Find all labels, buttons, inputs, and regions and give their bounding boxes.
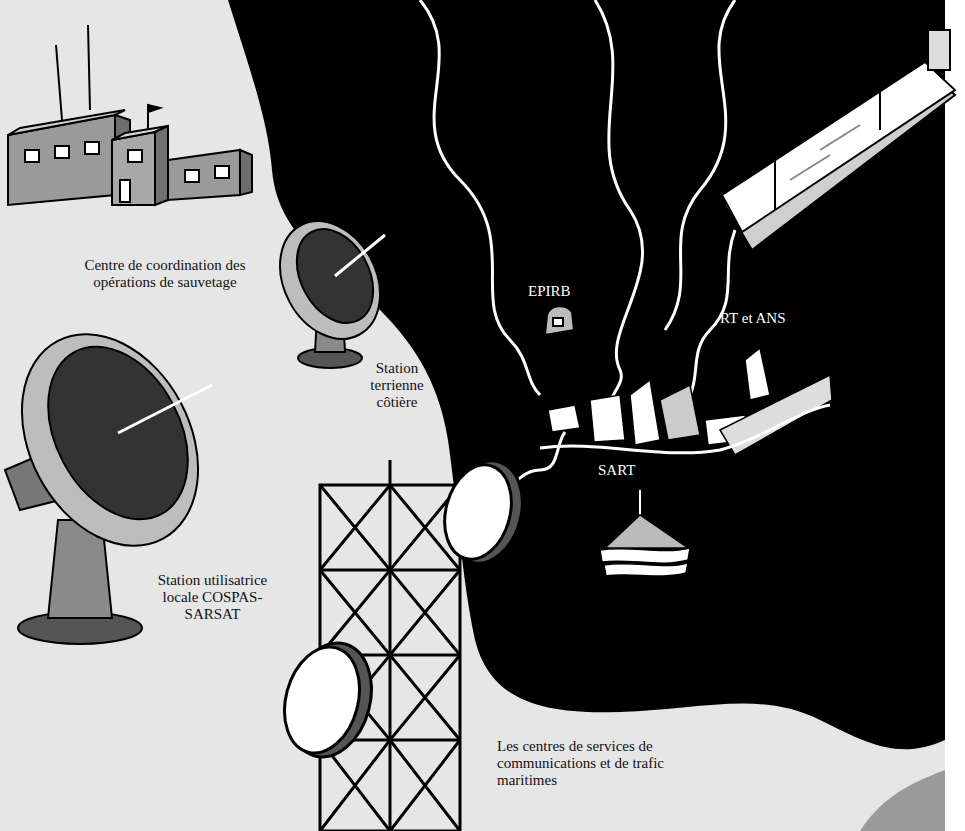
radio-waves	[420, 0, 735, 512]
sinking-ship	[540, 348, 832, 455]
communications-tower-part	[389, 460, 392, 831]
cospas-sarsat-dish-part	[0, 304, 233, 577]
communications-tower-part	[320, 485, 460, 570]
rescue-centre-building	[8, 25, 252, 205]
tanker-ship-part	[820, 125, 860, 150]
rescue-centre-building-part	[148, 105, 160, 112]
epirb-beacon	[545, 306, 574, 335]
land-region	[0, 0, 945, 831]
sinking-ship-part	[630, 380, 660, 445]
rescue-centre-building-part	[120, 180, 130, 202]
cospas-sarsat-dish-part	[118, 385, 212, 433]
tanker-ship-part	[722, 62, 955, 232]
rescue-centre-building-part	[185, 170, 199, 182]
epirb-beacon-part	[545, 306, 574, 335]
device-label: EPIRB	[528, 283, 588, 300]
sinking-ship-part	[548, 405, 580, 432]
tanker-ship	[722, 10, 955, 250]
sart-transponder-part	[639, 490, 641, 515]
tanker-ship-part	[879, 80, 881, 130]
rescue-centre-building-part	[240, 150, 252, 195]
rescue-centre-building-part	[85, 142, 99, 154]
rescue-centre-building-part	[55, 146, 69, 158]
sart-transponder-part	[600, 548, 690, 563]
tanker-ship-part	[790, 155, 830, 180]
rescue-centre-building-part	[25, 150, 39, 162]
rescue-centre-building-part	[168, 150, 240, 200]
sinking-ship-part	[660, 385, 700, 440]
sart-transponder-part	[604, 563, 688, 576]
tanker-ship-part	[938, 10, 940, 30]
communications-tower-part	[435, 457, 522, 566]
radio-waves-part	[595, 0, 643, 398]
rescue-centre-building-part	[56, 45, 62, 120]
communications-tower-part	[273, 639, 370, 762]
rescue-centre-building-part	[128, 150, 142, 162]
rescue-centre-building-part	[112, 132, 155, 205]
station-label: Centre de coordination des opérations de…	[70, 257, 260, 291]
communications-tower-part	[320, 740, 460, 831]
coastal-earth-station-dish	[260, 204, 399, 368]
cospas-sarsat-dish-part	[20, 323, 216, 544]
device-label: SART	[598, 462, 658, 479]
tanker-ship-part	[928, 30, 950, 70]
radio-waves-part	[665, 0, 735, 330]
station-label: Les centres de services de communication…	[497, 738, 677, 789]
device-label: RT et ANS	[720, 310, 810, 327]
station-label: Station utilisatrice locale COSPAS-SARSA…	[140, 572, 285, 623]
sinking-ship-part	[540, 405, 830, 453]
coastal-earth-station-dish-part	[260, 204, 399, 357]
coastal-earth-station-dish-part	[282, 216, 389, 336]
tanker-ship-part	[774, 150, 776, 210]
rescue-centre-building-part	[8, 110, 125, 135]
rescue-centre-building-part	[155, 126, 168, 205]
epirb-beacon-part	[553, 318, 563, 326]
sinking-ship-part	[745, 348, 770, 400]
sinking-ship-part	[590, 395, 625, 442]
rescue-centre-building-part	[215, 166, 229, 178]
sart-transponder	[600, 490, 690, 576]
radio-waves-part	[420, 0, 540, 395]
shore-wave	[860, 770, 945, 831]
communications-tower	[273, 452, 533, 831]
rescue-centre-building-part	[88, 25, 90, 110]
sart-transponder-part	[605, 515, 688, 548]
coastal-earth-station-dish-part	[335, 235, 385, 276]
station-label: Station terrienne côtière	[352, 360, 442, 411]
sinking-ship-part	[720, 375, 832, 455]
